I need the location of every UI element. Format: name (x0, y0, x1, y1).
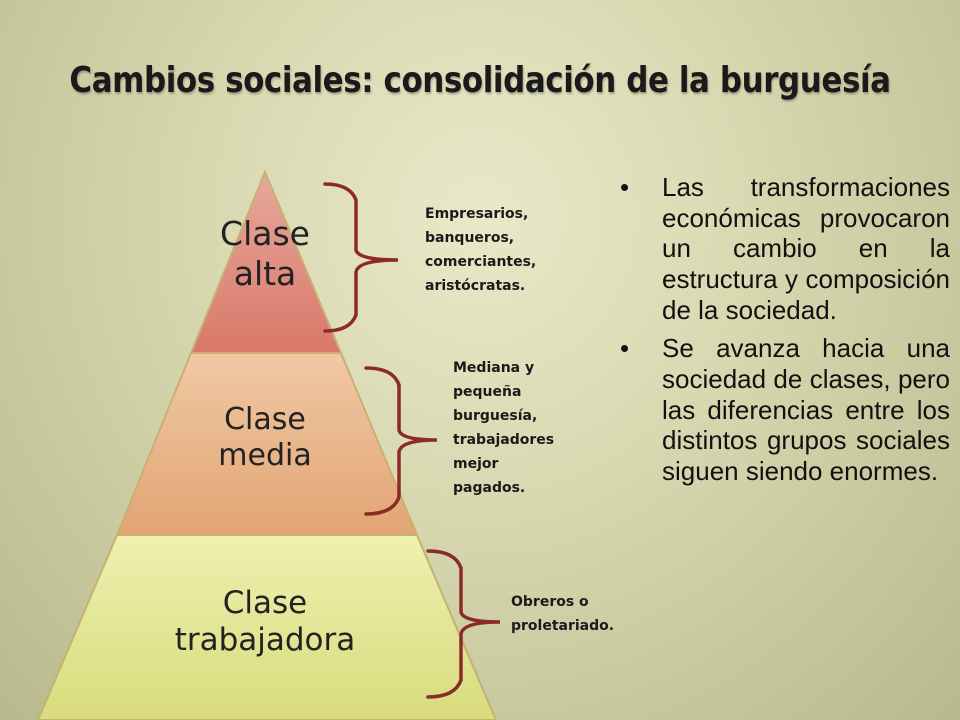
bullet-dot-icon: • (620, 172, 630, 202)
bullet-item-1: • Las transformaciones económicas provoc… (618, 172, 950, 325)
slide-title: Cambios sociales: consolidación de la bu… (69, 60, 891, 101)
bracket-clase-media (364, 366, 438, 516)
bullet-dot-icon: • (620, 333, 630, 364)
bullet-item-2: • Se avanza hacia una sociedad de clases… (618, 333, 950, 486)
bullet-text-1: Las transformaciones económicas provocar… (662, 172, 950, 325)
tier-label-alta: Clase alta (220, 214, 310, 293)
note-clase-media: Mediana y pequeña burguesía, trabajadore… (453, 360, 555, 497)
bullet-text-2: Se avanza hacia una sociedad de clases, … (662, 333, 950, 487)
pyramid-tier-trabajadora (36, 534, 498, 720)
bullet-list: • Las transformaciones económicas provoc… (618, 172, 950, 495)
tier-label-trabajadora: Clase trabajadora (174, 585, 356, 659)
tier-label-media: Clase media (218, 402, 312, 473)
bracket-clase-trabajadora (426, 549, 501, 699)
bracket-clase-alta (323, 182, 399, 333)
note-clase-trabajadora: Obreros o proletariado. (511, 594, 615, 635)
note-clase-alta: Empresarios, banqueros, comerciantes, ar… (425, 206, 537, 295)
